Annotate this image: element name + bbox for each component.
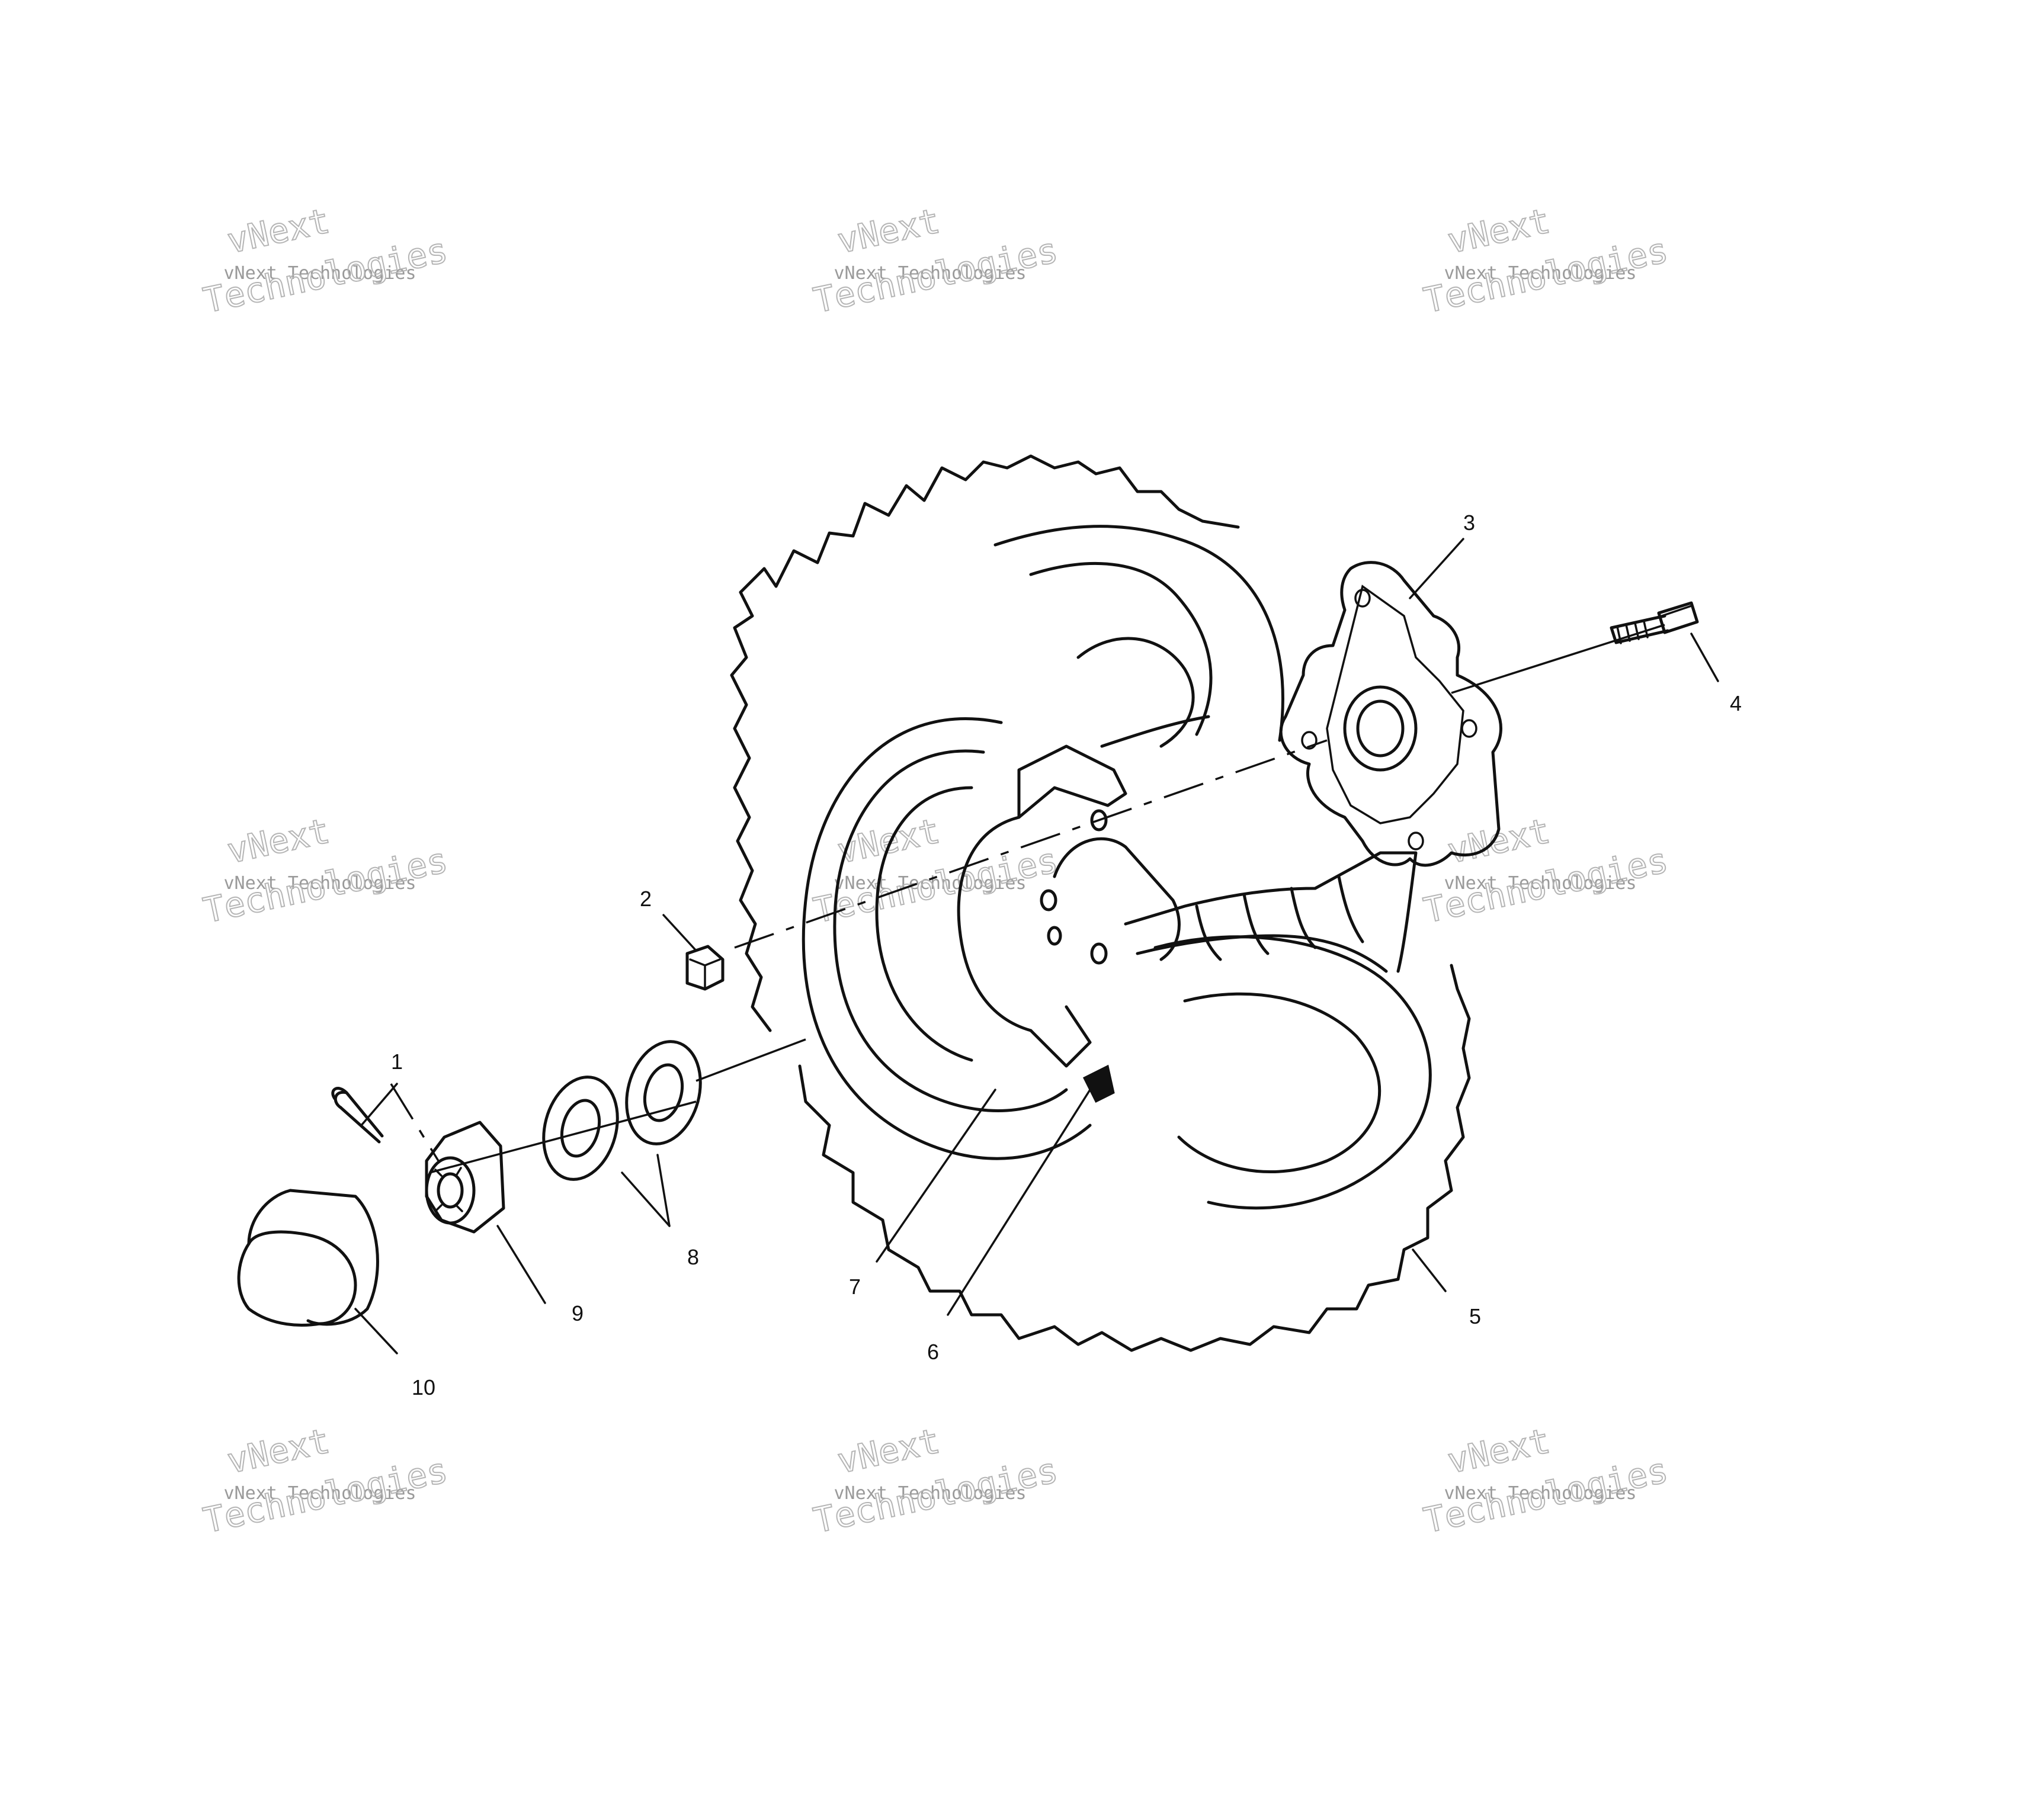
watermark-brand: vNext xyxy=(1444,1420,1553,1481)
watermark-line1: vNext Technologies xyxy=(1444,873,1636,894)
callout-1: 1 xyxy=(391,1049,403,1074)
watermark-line1: vNext Technologies xyxy=(834,873,1026,894)
callout-2: 2 xyxy=(640,887,652,911)
watermark-line1: vNext Technologies xyxy=(223,1483,416,1504)
watermark-brand: vNext xyxy=(1444,200,1553,261)
lug-nut xyxy=(685,945,725,991)
callout-10: 10 xyxy=(412,1375,435,1399)
callout-9: 9 xyxy=(572,1301,584,1325)
castle-nut xyxy=(425,1121,505,1234)
tire xyxy=(730,454,1471,1352)
rim xyxy=(802,715,1418,1160)
watermark-brand: vNext xyxy=(223,1420,333,1481)
callout-3: 3 xyxy=(1463,511,1475,535)
callout-8: 8 xyxy=(687,1245,699,1269)
leader-lines xyxy=(354,538,1719,1354)
valve-stem xyxy=(1082,1064,1115,1103)
watermark-line1: vNext Technologies xyxy=(1444,263,1636,284)
watermark-brand: vNext xyxy=(834,200,943,261)
hub-cap xyxy=(237,1189,379,1327)
hub xyxy=(1279,561,1502,867)
watermark-brand: vNext xyxy=(223,810,333,871)
callout-7: 7 xyxy=(849,1275,861,1299)
watermark-line1: vNext Technologies xyxy=(834,263,1026,284)
washers xyxy=(542,1040,702,1181)
cotter-pin xyxy=(331,1087,384,1144)
wheel-stud xyxy=(1610,601,1699,644)
watermark-brand: vNext xyxy=(223,200,333,261)
callout-5: 5 xyxy=(1469,1304,1481,1328)
callout-6: 6 xyxy=(927,1340,939,1364)
watermark-brand: vNext xyxy=(834,1420,943,1481)
watermark-line1: vNext Technologies xyxy=(223,263,416,284)
callout-labels: 1 2 3 4 5 6 7 8 9 10 xyxy=(391,511,1742,1399)
watermark-line1: vNext Technologies xyxy=(1444,1483,1636,1504)
callout-4: 4 xyxy=(1730,691,1742,715)
watermark-line1: vNext Technologies xyxy=(223,873,416,894)
watermark-line1: vNext Technologies xyxy=(834,1483,1026,1504)
